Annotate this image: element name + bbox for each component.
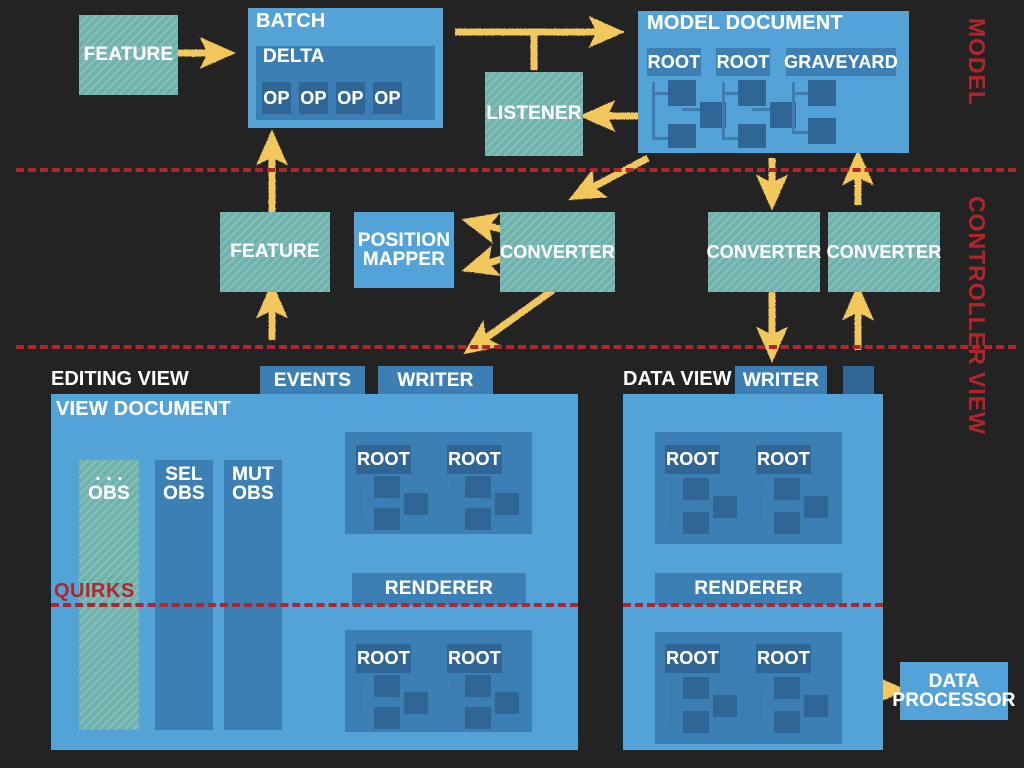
section-label-model: MODEL	[964, 18, 990, 107]
listener-label: LISTENER	[486, 103, 582, 125]
editing-obs-other-label: . . . OBS	[88, 464, 130, 505]
data-tree-glyph	[760, 677, 836, 733]
model-graveyard-header[interactable]: GRAVEYARD	[784, 48, 898, 76]
model-feature-label: FEATURE	[83, 44, 174, 66]
model-graveyard-label: GRAVEYARD	[784, 51, 898, 72]
converter-label: CONVERTER	[826, 241, 942, 262]
model-root-header[interactable]: ROOT	[647, 48, 701, 76]
data-view-title: DATA VIEW	[623, 368, 732, 390]
editing-writer-tab[interactable]: WRITER	[378, 366, 493, 396]
controller-feature-label: FEATURE	[230, 241, 320, 263]
editing-obs-sel[interactable]: SEL OBS	[155, 460, 213, 730]
position-mapper-label: POSITION MAPPER	[357, 229, 451, 270]
quirks-label: QUIRKS	[54, 580, 135, 602]
data-renderer-label: RENDERER	[694, 578, 803, 600]
editing-root-header[interactable]: ROOT	[356, 445, 411, 474]
editing-view-title: EDITING VIEW	[51, 368, 189, 390]
data-tree-glyph	[669, 478, 745, 534]
data-view-extra-tab[interactable]	[843, 366, 874, 396]
delta-label: DELTA	[263, 46, 325, 67]
data-root-header[interactable]: ROOT	[665, 445, 720, 474]
editing-view-document-label: VIEW DOCUMENT	[56, 398, 231, 420]
data-tree-glyph	[760, 478, 836, 534]
editing-obs-mut-label: MUT OBS	[232, 464, 274, 505]
quirks-divider-data	[623, 603, 883, 607]
data-root-label: ROOT	[666, 449, 719, 470]
op-box[interactable]: OP	[262, 82, 291, 114]
section-label-controller: CONTROLLER	[964, 196, 990, 366]
batch-label: BATCH	[256, 10, 326, 32]
data-root-label: ROOT	[666, 648, 719, 669]
model-tree-glyph	[722, 78, 800, 148]
op-label: OP	[263, 87, 290, 108]
data-processor-label: DATA PROCESSOR	[892, 670, 1016, 711]
listener-box[interactable]: LISTENER	[485, 72, 583, 156]
converter-data-up-box[interactable]: CONVERTER	[826, 212, 942, 292]
op-box[interactable]: OP	[336, 82, 365, 114]
editing-tree-glyph	[360, 675, 436, 729]
data-root-header[interactable]: ROOT	[756, 445, 811, 474]
data-writer-tab[interactable]: WRITER	[735, 366, 827, 396]
divider-model-controller	[16, 168, 1016, 172]
editing-renderer-label: RENDERER	[384, 578, 494, 600]
model-tree-glyph	[652, 78, 730, 148]
op-label: OP	[374, 87, 401, 108]
data-root-label: ROOT	[757, 449, 810, 470]
data-tree-glyph	[669, 677, 745, 733]
editing-tree-glyph	[451, 675, 527, 729]
editing-renderer-box[interactable]: RENDERER	[352, 573, 526, 605]
data-writer-label: WRITER	[742, 370, 820, 392]
editing-events-tab[interactable]: EVENTS	[260, 366, 365, 396]
editing-root-header[interactable]: ROOT	[447, 445, 502, 474]
model-root-label: ROOT	[716, 51, 770, 72]
editing-root-label: ROOT	[448, 648, 501, 669]
editing-root-label: ROOT	[357, 449, 410, 470]
data-root-label: ROOT	[757, 648, 810, 669]
model-document-label: MODEL DOCUMENT	[647, 12, 843, 34]
editing-root-header[interactable]: ROOT	[447, 644, 502, 673]
converter-data-down-box[interactable]: CONVERTER	[706, 212, 822, 292]
data-root-header[interactable]: ROOT	[756, 644, 811, 673]
divider-controller-view	[16, 345, 1016, 349]
model-feature-box[interactable]: FEATURE	[79, 15, 178, 95]
section-label-view: VIEW	[964, 372, 990, 435]
converter-editing-box[interactable]: CONVERTER	[500, 212, 615, 292]
quirks-divider-editing	[51, 603, 578, 607]
editing-tree-glyph	[360, 476, 436, 530]
data-view-extra-label	[843, 366, 874, 396]
op-label: OP	[337, 87, 364, 108]
converter-label: CONVERTER	[500, 241, 615, 262]
editing-writer-label: WRITER	[397, 370, 474, 392]
editing-obs-sel-label: SEL OBS	[163, 464, 205, 505]
editing-obs-mut[interactable]: MUT OBS	[224, 460, 282, 730]
editing-root-header[interactable]: ROOT	[356, 644, 411, 673]
model-root-header[interactable]: ROOT	[716, 48, 770, 76]
editing-root-label: ROOT	[448, 449, 501, 470]
data-processor-box[interactable]: DATA PROCESSOR	[892, 662, 1016, 720]
data-renderer-box[interactable]: RENDERER	[655, 573, 842, 605]
model-graveyard-tree-glyph	[792, 78, 852, 148]
op-box[interactable]: OP	[299, 82, 328, 114]
editing-events-label: EVENTS	[273, 370, 352, 392]
position-mapper-box[interactable]: POSITION MAPPER	[354, 212, 454, 288]
model-root-label: ROOT	[647, 51, 701, 72]
editing-root-label: ROOT	[357, 648, 410, 669]
op-label: OP	[300, 87, 327, 108]
controller-feature-box[interactable]: FEATURE	[220, 212, 330, 292]
op-box[interactable]: OP	[373, 82, 402, 114]
data-root-header[interactable]: ROOT	[665, 644, 720, 673]
editing-obs-other[interactable]: . . . OBS	[79, 460, 139, 730]
editing-tree-glyph	[451, 476, 527, 530]
converter-label: CONVERTER	[706, 241, 822, 262]
